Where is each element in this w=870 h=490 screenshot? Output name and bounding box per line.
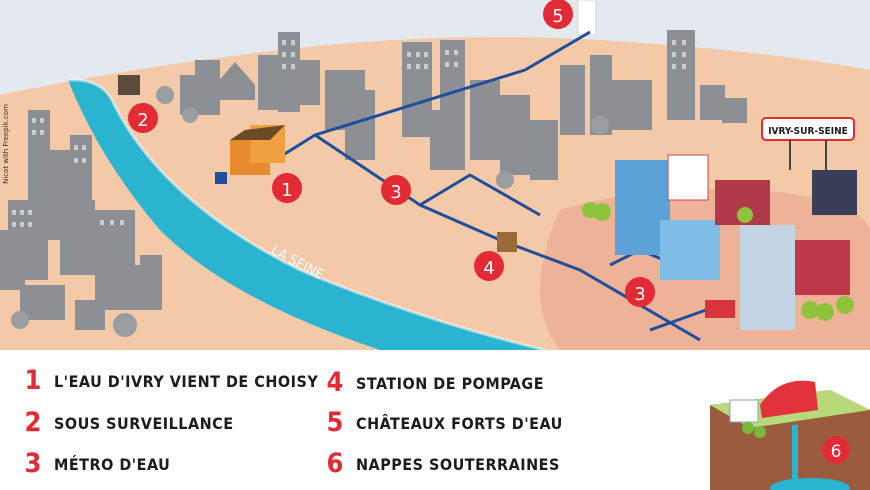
legend-label: L'EAU D'IVRY VIENT DE CHOISY	[54, 371, 319, 391]
legend-number: 6	[326, 448, 344, 479]
marker-1: 1	[272, 173, 302, 203]
marker-2-label: 2	[137, 110, 148, 131]
marker-3-ivry: 3	[625, 277, 655, 307]
legend-label: NAPPES SOUTERRAINES	[356, 454, 560, 474]
town-sign-label: IVRY-SUR-SEINE	[768, 126, 848, 137]
legend-item-3: 3 MÉTRO D'EAU	[22, 449, 170, 479]
marker-3-metro: 3	[381, 175, 411, 205]
treatment-plant	[215, 125, 285, 184]
legend-number: 4	[326, 367, 344, 398]
marker-4-label: 4	[483, 258, 494, 279]
legend-number: 1	[24, 365, 42, 396]
legend-number: 2	[24, 407, 42, 438]
marker-3-ivry-label: 3	[634, 284, 645, 305]
legend-item-4: 4 STATION DE POMPAGE	[324, 368, 544, 398]
marker-5: 5	[543, 0, 573, 29]
legend-number: 3	[24, 448, 42, 479]
water-tower	[577, 0, 597, 36]
legend-item-6: 6 NAPPES SOUTERRAINES	[324, 449, 560, 479]
ivry-trees	[582, 202, 854, 321]
left-city-buildings	[0, 110, 162, 330]
monitoring-house	[118, 75, 140, 95]
legend-item-2: 2 SOUS SURVEILLANCE	[22, 408, 234, 438]
marker-6-label: 6	[831, 442, 842, 462]
marker-2: 2	[128, 103, 158, 133]
marker-5-label: 5	[552, 6, 563, 27]
marker-3-metro-label: 3	[390, 182, 401, 203]
river-seine	[68, 79, 545, 350]
map-illustration: LA SEINE	[0, 0, 870, 350]
legend-label: CHÂTEAUX FORTS D'EAU	[356, 413, 563, 433]
town-sign: IVRY-SUR-SEINE	[761, 117, 855, 170]
legend: 1 L'EAU D'IVRY VIENT DE CHOISY 2 SOUS SU…	[0, 350, 870, 490]
legend-item-5: 5 CHÂTEAUX FORTS D'EAU	[324, 408, 563, 438]
pump-station	[497, 232, 517, 252]
image-credit: Nicot with Freepik.com	[2, 104, 10, 184]
legend-item-1: 1 L'EAU D'IVRY VIENT DE CHOISY	[22, 366, 318, 396]
marker-4: 4	[474, 251, 504, 281]
groundwater-inset: 6	[710, 380, 870, 490]
ivry-buildings	[615, 154, 857, 330]
legend-label: STATION DE POMPAGE	[356, 373, 545, 393]
legend-label: SOUS SURVEILLANCE	[54, 413, 234, 433]
legend-label: MÉTRO D'EAU	[54, 454, 171, 474]
legend-number: 5	[326, 407, 344, 438]
marker-1-label: 1	[281, 180, 292, 201]
marker-6	[822, 436, 850, 464]
